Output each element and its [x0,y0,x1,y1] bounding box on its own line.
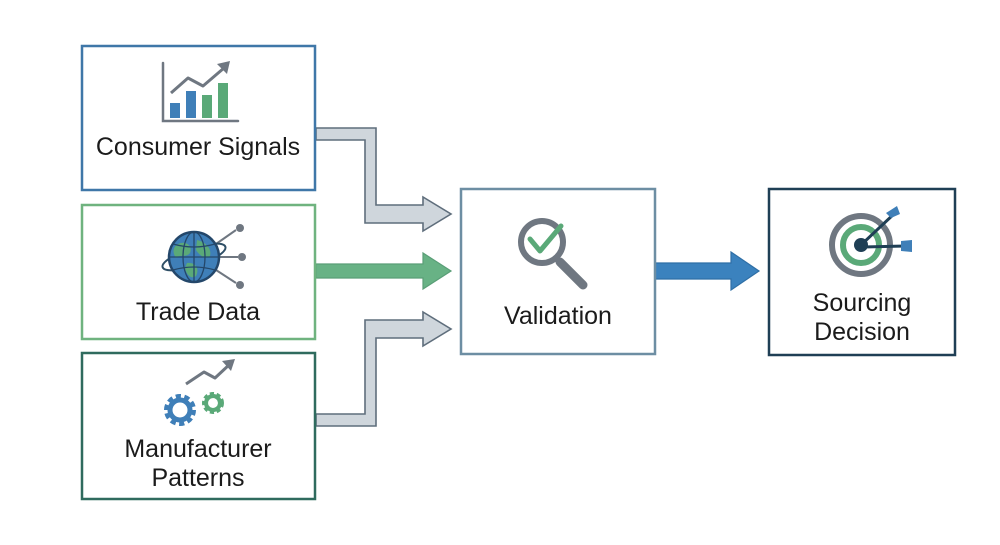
consumer-signals-box [80,44,317,192]
validation-node: Validation [459,187,657,356]
target-arrows-icon [829,206,912,277]
trade-data-node: Trade Data [80,203,317,341]
trade-data-label: Trade Data [136,298,260,326]
manufacturer-to-validation-arrow [315,310,453,427]
trade-to-validation-arrow [315,251,453,291]
validation-to-decision-arrow [654,250,761,292]
validation-box [459,187,657,356]
consumer-signals-label: Consumer Signals [96,133,300,161]
consumer-to-validation-arrow [315,127,453,233]
magnifier-check-icon [518,218,588,290]
bar-chart-trend-icon [161,61,240,123]
globe-network-icon [161,224,246,289]
validation-label: Validation [504,302,612,330]
gears-trend-icon [164,359,235,426]
consumer-signals-node: Consumer Signals [80,44,317,192]
